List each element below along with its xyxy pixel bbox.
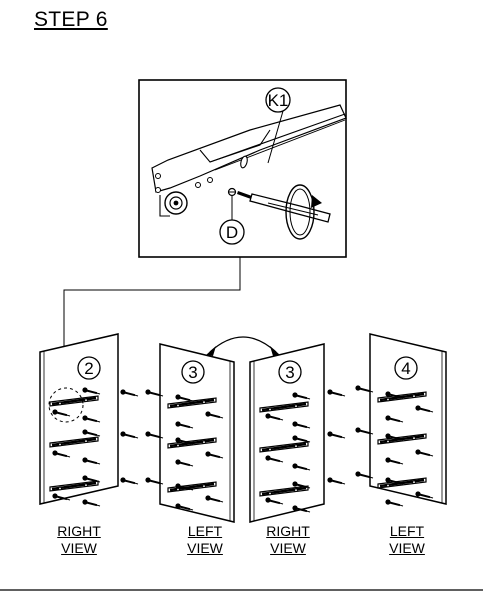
- panel-3-right: [249, 343, 346, 523]
- swap-arrow: [206, 336, 280, 356]
- panel-3-left: [144, 343, 235, 523]
- panel-number-4: 4: [401, 359, 410, 378]
- panel-2-right: [39, 333, 139, 507]
- panel-number-2: 3: [188, 363, 197, 382]
- detail-inset: [138, 79, 347, 258]
- part-label-k1: K1: [268, 91, 289, 110]
- panel-number-3: 3: [285, 363, 294, 382]
- panel-4-left: [354, 333, 447, 507]
- leader-line: [63, 257, 241, 360]
- screw-label-d: D: [226, 223, 238, 242]
- panel-number-1: 2: [84, 359, 93, 378]
- step-title: STEP 6: [34, 8, 108, 31]
